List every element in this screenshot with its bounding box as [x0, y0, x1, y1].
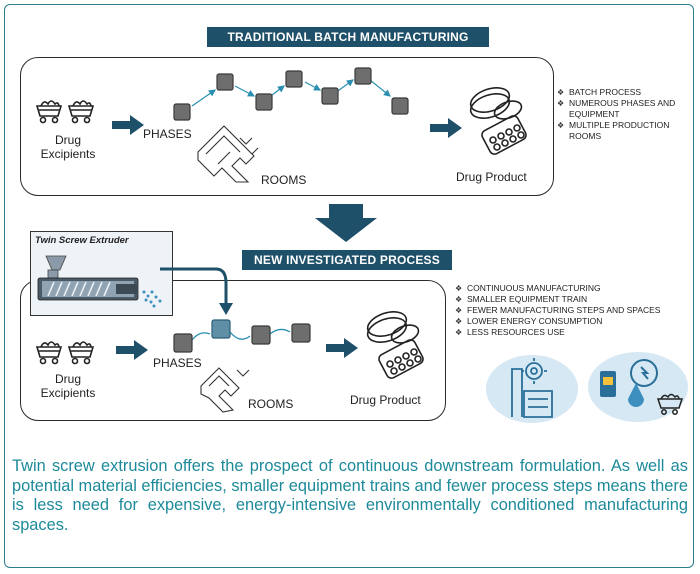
extruder-inset: Twin Screw Extruder	[30, 231, 173, 316]
bullet-item: MULTIPLE PRODUCTION ROOMS	[557, 120, 695, 142]
phase-box	[211, 319, 231, 339]
bullet-item: NUMEROUS PHASES AND EQUIPMENT	[557, 98, 695, 120]
flow-arrow-icon	[112, 115, 144, 135]
drug-product-icon	[469, 87, 527, 155]
rooms-floorplan-icon	[200, 367, 250, 413]
ingredient-cart-icons	[35, 341, 95, 365]
new-input-label: Drug Excipients	[40, 372, 96, 400]
phase-box	[391, 97, 409, 115]
extruder-title: Twin Screw Extruder	[35, 235, 129, 246]
traditional-input-label: Drug Excipients	[40, 133, 96, 161]
new-phases-diagram	[173, 319, 311, 353]
flow-arrow-icon	[430, 118, 462, 138]
traditional-phases-diagram	[173, 67, 409, 121]
new-process-bullet-list: CONTINUOUS MANUFACTURING SMALLER EQUIPME…	[455, 283, 695, 338]
new-process-banner: NEW INVESTIGATED PROCESS	[242, 250, 452, 270]
traditional-bullet-list: BATCH PROCESS NUMEROUS PHASES AND EQUIPM…	[557, 87, 695, 142]
new-phases-label: PHASES	[153, 356, 202, 370]
phase-box	[173, 103, 191, 121]
phase-box	[291, 323, 311, 343]
factory-settings-icon	[486, 355, 578, 423]
traditional-rooms-label: ROOMS	[261, 173, 307, 187]
phase-box	[354, 67, 372, 85]
bullet-item: LESS RESOURCES USE	[455, 327, 695, 338]
phase-box	[285, 70, 303, 88]
flow-arrow-icon	[326, 338, 358, 358]
traditional-banner: TRADITIONAL BATCH MANUFACTURING	[207, 27, 489, 47]
extruder-flow-arrow	[160, 267, 233, 315]
new-rooms-label: ROOMS	[248, 397, 294, 411]
twin-screw-extruder-icon	[37, 255, 162, 308]
ingredient-cart-icons	[35, 100, 95, 124]
energy-water-resources-icon	[588, 352, 688, 422]
rooms-floorplan-icon	[197, 125, 259, 183]
down-arrow-icon	[315, 204, 377, 242]
phase-box	[251, 325, 271, 345]
phase-box	[321, 87, 339, 105]
flow-arrow-icon	[116, 340, 148, 360]
traditional-phases-label: PHASES	[143, 127, 192, 141]
drug-product-icon	[366, 311, 424, 379]
bullet-item: CONTINUOUS MANUFACTURING	[455, 283, 695, 294]
bullet-item: LOWER ENERGY CONSUMPTION	[455, 316, 695, 327]
bullet-item: SMALLER EQUIPMENT TRAIN	[455, 294, 695, 305]
bullet-item: BATCH PROCESS	[557, 87, 695, 98]
figure-caption: Twin screw extrusion offers the prospect…	[12, 457, 688, 534]
phase-box	[255, 93, 273, 111]
bullet-item: FEWER MANUFACTURING STEPS AND SPACES	[455, 305, 695, 316]
phase-box	[173, 333, 193, 353]
new-output-label: Drug Product	[350, 393, 421, 407]
phase-box	[216, 73, 234, 91]
traditional-output-label: Drug Product	[456, 170, 527, 184]
